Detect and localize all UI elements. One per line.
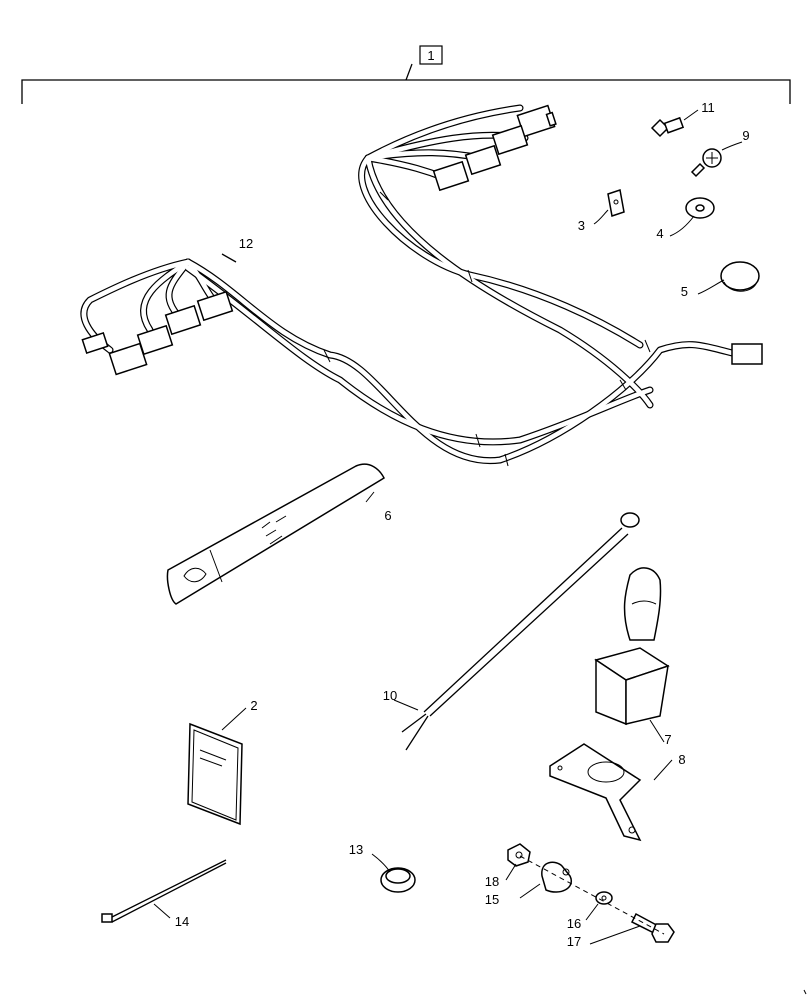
callout-3: 3: [578, 218, 585, 233]
callout-16: 16: [567, 916, 581, 931]
callout-18: 18: [485, 874, 499, 889]
harness-connectors-top: [432, 104, 557, 192]
callout-5: 5: [681, 284, 688, 299]
callout-11: 11: [701, 100, 715, 115]
wire-harness: 12: [80, 104, 763, 467]
decal-part: 6: [166, 463, 392, 605]
callout-14: 14: [175, 914, 189, 929]
callout-1: 1: [427, 48, 434, 63]
washer-small-part: 16: [567, 891, 613, 931]
hose-clamp-part: 13: [349, 842, 416, 893]
callout-6: 6: [384, 508, 391, 523]
callout-12: 12: [239, 236, 253, 251]
nut-part: 18: [485, 843, 531, 889]
tapping-screw-part: 9: [690, 128, 750, 178]
harness-connector-right: [731, 343, 763, 365]
callout-4: 4: [656, 226, 663, 241]
corner-mark: [803, 989, 807, 995]
callout-10: 10: [383, 688, 397, 703]
callout-17: 17: [567, 934, 581, 949]
callout-13: 13: [349, 842, 363, 857]
cable-tie-part: 14: [101, 859, 227, 929]
plug-part: 5: [681, 261, 760, 299]
mounting-bracket-part: 8: [549, 743, 686, 842]
callout-7: 7: [664, 732, 671, 747]
screw-part: 11: [650, 100, 715, 138]
clip-part: 3: [578, 189, 625, 233]
washer-part: 4: [656, 197, 715, 241]
callout-2: 2: [250, 698, 257, 713]
callout-8: 8: [678, 752, 685, 767]
assembly-axis: [519, 855, 665, 935]
bolt-part: 17: [567, 912, 675, 949]
callout-9: 9: [742, 128, 749, 143]
harness-connectors-left: [81, 290, 234, 376]
callout-15: 15: [485, 892, 499, 907]
assembly-bracket: 1: [21, 45, 791, 104]
joystick-part: 7: [594, 567, 672, 747]
cable-part: 10: [383, 512, 640, 751]
p-clamp-part: 15: [485, 861, 573, 907]
manual-part: 2: [187, 698, 258, 826]
